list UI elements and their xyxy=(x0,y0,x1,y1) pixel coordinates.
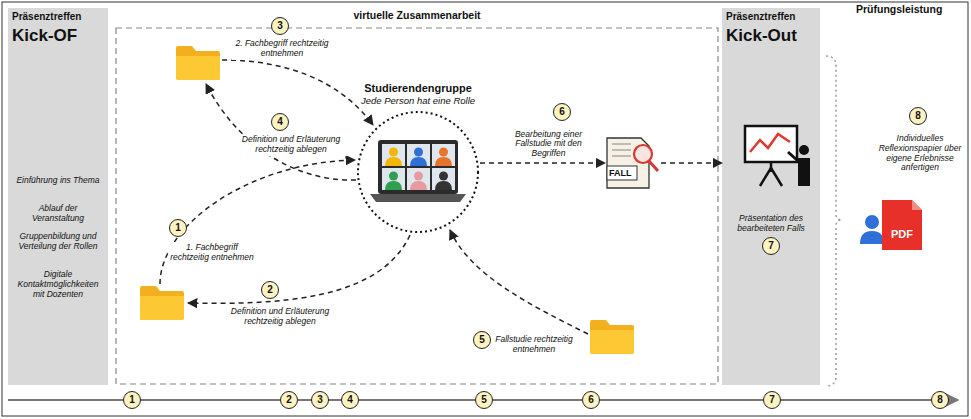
person-icon xyxy=(860,215,884,244)
flow-arrow xyxy=(206,84,356,180)
node-text: Kick-OF xyxy=(12,26,108,46)
folder-icon xyxy=(176,46,220,80)
callout-number: 2 xyxy=(261,281,279,299)
note-text: Definition und Erläuterung rechtzeitig a… xyxy=(232,134,350,156)
case-document: FALL xyxy=(605,134,661,192)
callout-number: 1 xyxy=(169,219,187,237)
flow-arrow xyxy=(450,230,588,334)
node-text: Präsenztreffen xyxy=(726,11,820,23)
virtual-region: virtuelle ZusammenarbeitStudierendengrup… xyxy=(116,4,718,385)
callout-number: 2 xyxy=(280,391,298,409)
node-text: Präsenztreffen xyxy=(12,11,108,23)
callout-number: 1 xyxy=(123,391,141,409)
node-text: Digitale Kontaktmöglichkeiten mit Dozent… xyxy=(14,270,102,299)
node-text: Gruppenbildung und Verteilung der Rollen xyxy=(14,232,102,252)
bracket xyxy=(826,56,842,386)
flow-arrow xyxy=(160,160,355,284)
callout-number: 5 xyxy=(475,391,493,409)
kickoff-band: PräsenztreffenKick-OF Einführung ins Them… xyxy=(8,8,108,385)
callout-number: 6 xyxy=(582,391,600,409)
flow-connector xyxy=(661,162,722,164)
pdf-icon xyxy=(880,198,924,252)
callout-number: 7 xyxy=(763,391,781,409)
callout-number: 5 xyxy=(473,331,491,349)
note-text: Definition und Erläuterung rechtzeitig a… xyxy=(218,306,342,328)
presenter-icon xyxy=(745,126,810,186)
node-text: Ablauf der Veranstaltung xyxy=(14,204,102,224)
callout-number: 8 xyxy=(909,107,927,125)
virtual-region-border xyxy=(116,28,718,384)
node-text: FALL xyxy=(609,168,649,178)
kickoff-band xyxy=(8,8,108,385)
note-text: Prüfungsleistung xyxy=(856,3,966,15)
edge-label: Bearbeitung einer Fallstudie mit den Beg… xyxy=(503,130,595,159)
node-text: Studierendengruppe xyxy=(336,82,500,95)
callout-number: 8 xyxy=(931,391,949,409)
node-text: Einführung ins Thema xyxy=(14,176,102,186)
note-text: 2. Fachbegriff rechtzeitig entnehmen xyxy=(232,38,332,60)
kickout-band xyxy=(722,8,820,385)
node-text: Präsentation des bearbeiteten Falls xyxy=(728,214,814,234)
callout-number: 3 xyxy=(271,17,289,35)
callout-number: 7 xyxy=(762,237,780,255)
pdf-document: PDF xyxy=(880,198,924,252)
callout-number: 6 xyxy=(553,103,571,121)
flow-arrow xyxy=(222,60,373,125)
flow-connector xyxy=(480,162,605,164)
node-text: Jede Person hat eine Rolle xyxy=(336,96,500,107)
kickout-band: PräsenztreffenKick-OutPräsentation des b… xyxy=(722,8,820,385)
node-text: virtuelle Zusammenarbeit xyxy=(116,9,718,21)
callout-number: 4 xyxy=(341,391,359,409)
note-text: Individuelles Reflexionspapier über eige… xyxy=(876,134,964,173)
folder-icon xyxy=(590,320,634,354)
group-circle: StudierendengruppeJede Person hat eine R… xyxy=(356,82,480,234)
node-text: Kick-Out xyxy=(726,26,820,46)
callout-number: 4 xyxy=(271,113,289,131)
case-icon xyxy=(605,134,661,192)
note-text: Fallstudie rechtzeitig entnehmen xyxy=(494,334,574,356)
folder-icon xyxy=(140,286,184,320)
callout-number: 3 xyxy=(311,391,329,409)
note-text: 1. Fachbegriff rechtzeitig entnehmen xyxy=(168,242,256,264)
node-text: PDF xyxy=(880,228,924,241)
group-outline xyxy=(356,110,480,234)
